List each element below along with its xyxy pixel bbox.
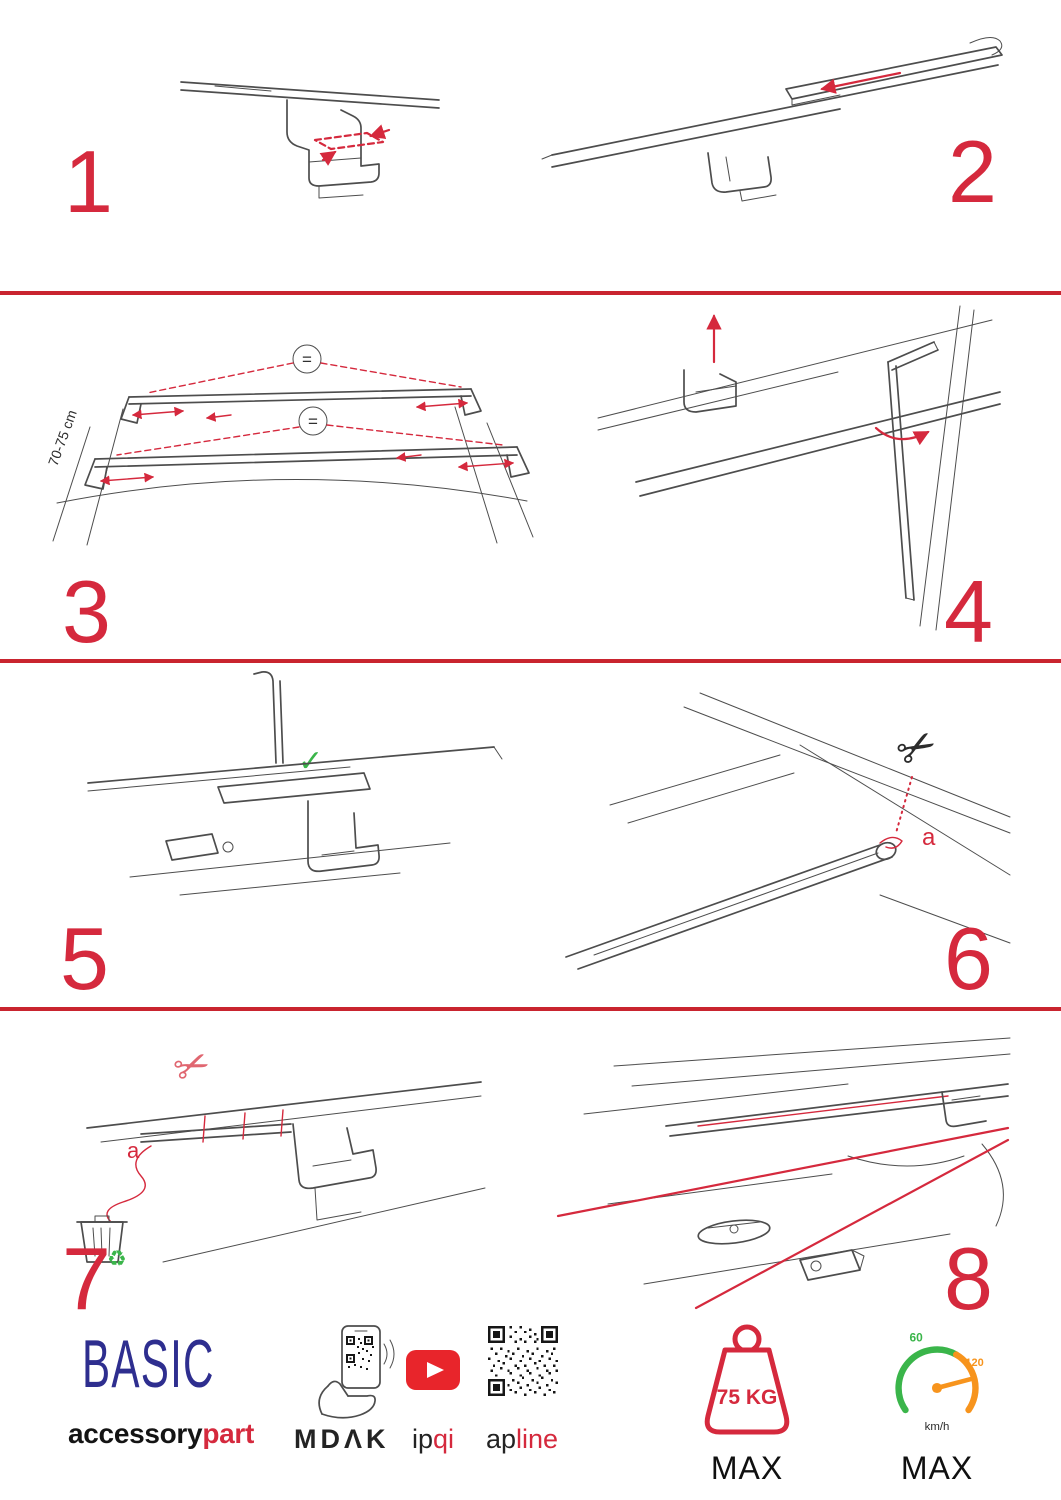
step-6-number: 6 [944,909,993,1008]
speed-min-label: 60 [910,1330,924,1344]
step-7-illustration: ✂ a ♻ [76,1038,486,1271]
cut-mark [242,1112,246,1140]
speedometer-icon: 60 120 km/h [895,1330,984,1433]
partner-ipqi: ipqi [412,1424,454,1455]
cut-mark [202,1115,206,1143]
step-2-illustration [541,37,1003,202]
scissors-icon: ✂ [887,715,946,779]
phone-qr-pattern [346,1336,374,1370]
section-divider-1 [0,291,1061,295]
cut-line [895,776,913,834]
equal-symbol-top: = [302,350,312,369]
clamp-foot [799,1249,865,1281]
step-1-number: 1 [64,132,113,231]
apline-red: line [516,1424,559,1454]
partner-mdak: MDΛK [294,1424,390,1454]
youtube-icon [406,1350,460,1390]
dimension-arrow [457,458,515,472]
step-8-illustration [556,1037,1011,1310]
step-3-number: 3 [62,562,111,661]
rubber-strip-end [879,836,903,849]
step-3-illustration: = = 70-75 cm [45,344,534,546]
rotate-arrow [874,426,930,446]
dimension-arrow [415,398,469,412]
clamp-bracket [941,1091,987,1128]
weight-icon: 75 KG [704,1324,790,1435]
mounting-foot [697,1219,771,1245]
weight-limit-label: 75 KG [717,1386,778,1409]
speed-max-tick-label: 120 [965,1357,983,1369]
bar-end-cap [875,841,897,861]
discard-squiggle [106,1145,152,1223]
ipqi-black: ip [412,1424,434,1454]
qr-code [488,1326,558,1396]
clamp-bracket [707,152,772,193]
clamp-bracket [292,1123,377,1190]
clamp-bracket [683,369,737,413]
youtube-play-icon [427,1362,444,1378]
alignment-guide [694,1138,1010,1310]
clamp-bracket [286,99,380,187]
apline-black: ap [486,1424,517,1454]
allen-key [887,341,935,363]
part-a-label: a [922,824,936,851]
step-2-number: 2 [948,122,997,221]
dimension-arrow [131,406,185,420]
speed-unit-label: km/h [925,1421,950,1433]
insert-arrow [369,124,391,140]
locking-pin [253,671,277,764]
speed-max-label: MAX [900,1450,974,1486]
insert-plate [313,131,385,151]
step-7-number: 7 [62,1229,111,1328]
step-8-number: 8 [944,1229,993,1328]
slide-cover [785,46,1003,100]
equal-symbol-bottom: = [308,412,318,431]
equal-circle-bottom [298,406,328,436]
brand-wordmark: accessorypart [68,1418,254,1450]
equal-circle-top [292,344,322,374]
rear-crossbar [94,446,518,460]
check-icon: ✓ [298,745,323,778]
scissors-icon: ✂ [167,1038,217,1095]
weight-max-label: MAX [710,1450,784,1486]
trash-bin-icon [76,1215,128,1263]
recycle-icon: ♻ [107,1246,127,1271]
step-5-illustration: ✓ [87,671,503,896]
front-crossbar [128,388,472,398]
step-4-number: 4 [944,562,993,661]
step-1-illustration [180,81,440,199]
part-a-label: a [127,1138,140,1163]
step-4-illustration [597,305,1001,631]
wordmark-black: accessory [68,1418,203,1449]
step-5-number: 5 [60,909,109,1008]
section-divider-3 [0,1007,1061,1011]
crossbar [665,1083,1009,1127]
dimension-arrow [99,472,155,486]
crossbar [565,844,881,958]
step-6-illustration: ✂ a [565,692,1011,970]
cut-mark [280,1109,284,1137]
rubber-strip [140,1123,292,1135]
mount-plate [217,772,371,804]
wordmark-red: part [202,1418,255,1449]
clamp-bracket [307,800,380,873]
slide-arrow [820,71,902,94]
section-divider-2 [0,659,1061,663]
speedometer-needle [934,1376,975,1391]
bar-spacing-measurement: 70-75 cm [45,408,80,468]
alignment-guide [556,1126,1010,1218]
bar-channel-strip [697,1095,949,1127]
brand-logo: BASIC [82,1326,215,1402]
phone-qr-icon [318,1325,395,1419]
ipqi-red: qi [433,1424,455,1454]
hand [327,1380,349,1397]
partner-apline: apline [486,1424,558,1455]
